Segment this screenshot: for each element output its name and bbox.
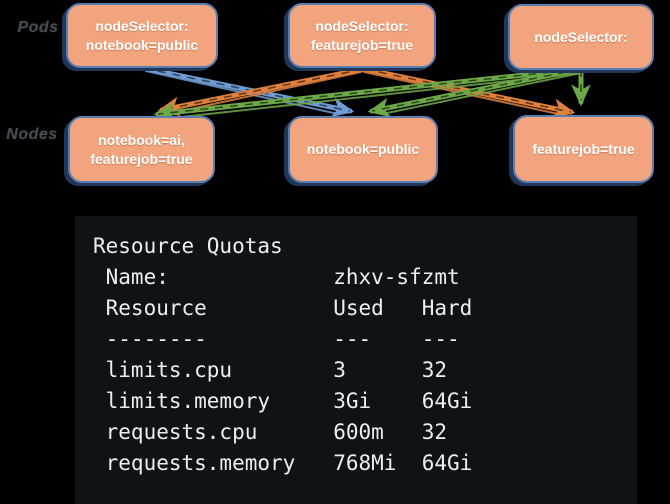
node-box-label: notebook=public: [306, 141, 420, 157]
terminal-panel: Resource Quotas Name: zhxv-sfzmt Resourc…: [75, 216, 637, 504]
row-label-pods: Pods: [17, 19, 59, 36]
pod-box-label: nodeSelector: notebook=public: [85, 17, 199, 53]
pod-box-empty-selector: nodeSelector:: [508, 4, 654, 70]
node-box-label: featurejob=true: [532, 140, 635, 157]
pod-box-label: nodeSelector:: [534, 28, 628, 45]
node-box-notebook-ai-featurejob: notebook=ai, featurejob=true: [68, 116, 215, 183]
node-selector-diagram: Pods Nodes nodeSelector: notebook=public…: [0, 0, 670, 216]
terminal-line: -------- --- ---: [93, 327, 460, 351]
pod-box-notebook-public: nodeSelector: notebook=public: [66, 3, 218, 68]
resource-quota-output: Resource Quotas Name: zhxv-sfzmt Resourc…: [93, 231, 637, 479]
terminal-line: limits.cpu 3 32: [93, 358, 448, 382]
row-label-nodes: Nodes: [6, 126, 58, 143]
edge-pod2-to-node1-orange: [157, 66, 367, 117]
node-box-label: notebook=ai, featurejob=true: [90, 131, 193, 167]
pod-box-label: nodeSelector: featurejob=true: [310, 17, 414, 53]
terminal-line: Name: zhxv-sfzmt: [93, 265, 460, 289]
scheduling-arrows: [140, 65, 591, 122]
pod-box-featurejob-true: nodeSelector: featurejob=true: [288, 3, 436, 68]
terminal-line: requests.cpu 600m 32: [93, 420, 448, 444]
terminal-line: requests.memory 768Mi 64Gi: [93, 451, 473, 475]
terminal-line: Resource Used Hard: [93, 296, 473, 320]
edge-pod3-to-node2-green: [367, 66, 584, 118]
node-box-featurejob-true: featurejob=true: [513, 115, 654, 183]
node-box-notebook-public: notebook=public: [288, 116, 438, 183]
edge-pod3-to-node1-green: [153, 66, 584, 122]
terminal-line: limits.memory 3Gi 64Gi: [93, 389, 473, 413]
terminal-line: Resource Quotas: [93, 234, 283, 258]
